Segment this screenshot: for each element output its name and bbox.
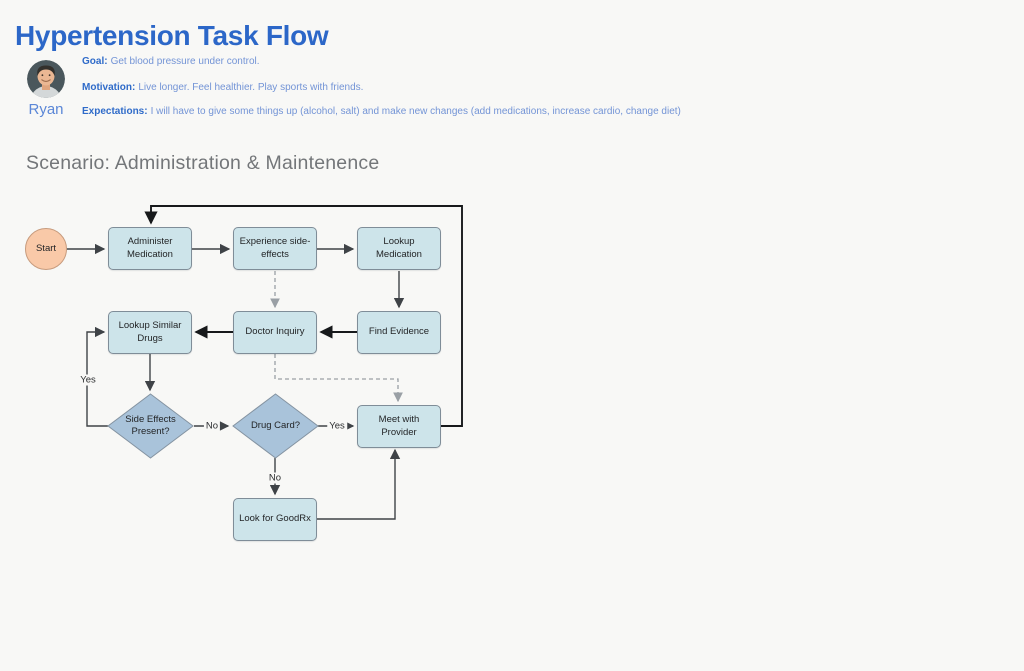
node-doctor-inquiry-label: Doctor Inquiry — [245, 326, 305, 338]
node-side-effects-present: Side Effects Present? — [107, 393, 194, 459]
diamond-shape — [107, 393, 194, 459]
persona-details: Goal:Get blood pressure under control. M… — [82, 56, 782, 132]
node-find-evidence-label: Find Evidence — [368, 326, 430, 338]
node-lookup-medication-label: Lookup Medication — [376, 236, 422, 260]
node-doctor-inquiry: Doctor Inquiry — [233, 311, 317, 354]
node-start: Start — [25, 228, 67, 270]
edge-meet-provider-loop-to-administer — [144, 205, 463, 427]
edge-goodrx-to-meet-provider — [317, 448, 401, 520]
goal-text: Get blood pressure under control. — [110, 56, 260, 67]
node-meet-with-provider: Meet with Provider — [357, 405, 441, 448]
expectations-text: I will have to give some things up (alco… — [150, 106, 681, 117]
node-start-label: Start — [35, 242, 57, 254]
persona-name: Ryan — [28, 101, 64, 118]
node-look-for-goodrx: Look for GoodRx — [233, 498, 317, 541]
edge-label-yes-drug-card: Yes — [327, 420, 347, 432]
node-lookup-similar-drugs: Lookup Similar Drugs — [108, 311, 192, 354]
avatar — [27, 60, 65, 98]
edge-label-no-side-effects: No — [203, 420, 221, 432]
goal-label: Goal: — [82, 56, 108, 67]
node-experience-side-effects: Experience side-effects — [233, 227, 317, 270]
edge-doctor-inquiry-to-meet-provider-dashed — [274, 354, 403, 403]
motivation-label: Motivation: — [82, 82, 136, 93]
persona-expectations-line: Expectations:I will have to give some th… — [82, 106, 782, 121]
avatar-photo-illustration — [27, 60, 65, 98]
node-find-evidence: Find Evidence — [357, 311, 441, 354]
node-lookup-similar-drugs-label: Lookup Similar Drugs — [118, 320, 182, 344]
edge-label-yes-side-effects: Yes — [78, 374, 98, 386]
node-side-effects-present-label: Side Effects Present? — [125, 413, 176, 437]
node-experience-side-effects-label: Experience side-effects — [239, 236, 311, 260]
node-drug-card-label: Drug Card? — [250, 419, 301, 431]
expectations-label: Expectations: — [82, 106, 148, 117]
persona-motivation-line: Motivation:Live longer. Feel healthier. … — [82, 82, 782, 97]
node-drug-card: Drug Card? — [232, 393, 319, 459]
edge-label-no-drug-card: No — [266, 472, 284, 484]
node-administer-medication: Administer Medication — [108, 227, 192, 270]
scenario-heading: Scenario: Administration & Maintenence — [26, 152, 380, 174]
node-administer-medication-label: Administer Medication — [127, 236, 173, 260]
node-meet-with-provider-label: Meet with Provider — [378, 414, 420, 438]
page-title: Hypertension Task Flow — [15, 20, 329, 51]
node-lookup-medication: Lookup Medication — [357, 227, 441, 270]
diamond-shape — [232, 393, 319, 459]
node-look-for-goodrx-label: Look for GoodRx — [239, 513, 311, 525]
persona-goal-line: Goal:Get blood pressure under control. — [82, 56, 782, 71]
motivation-text: Live longer. Feel healthier. Play sports… — [138, 82, 364, 93]
